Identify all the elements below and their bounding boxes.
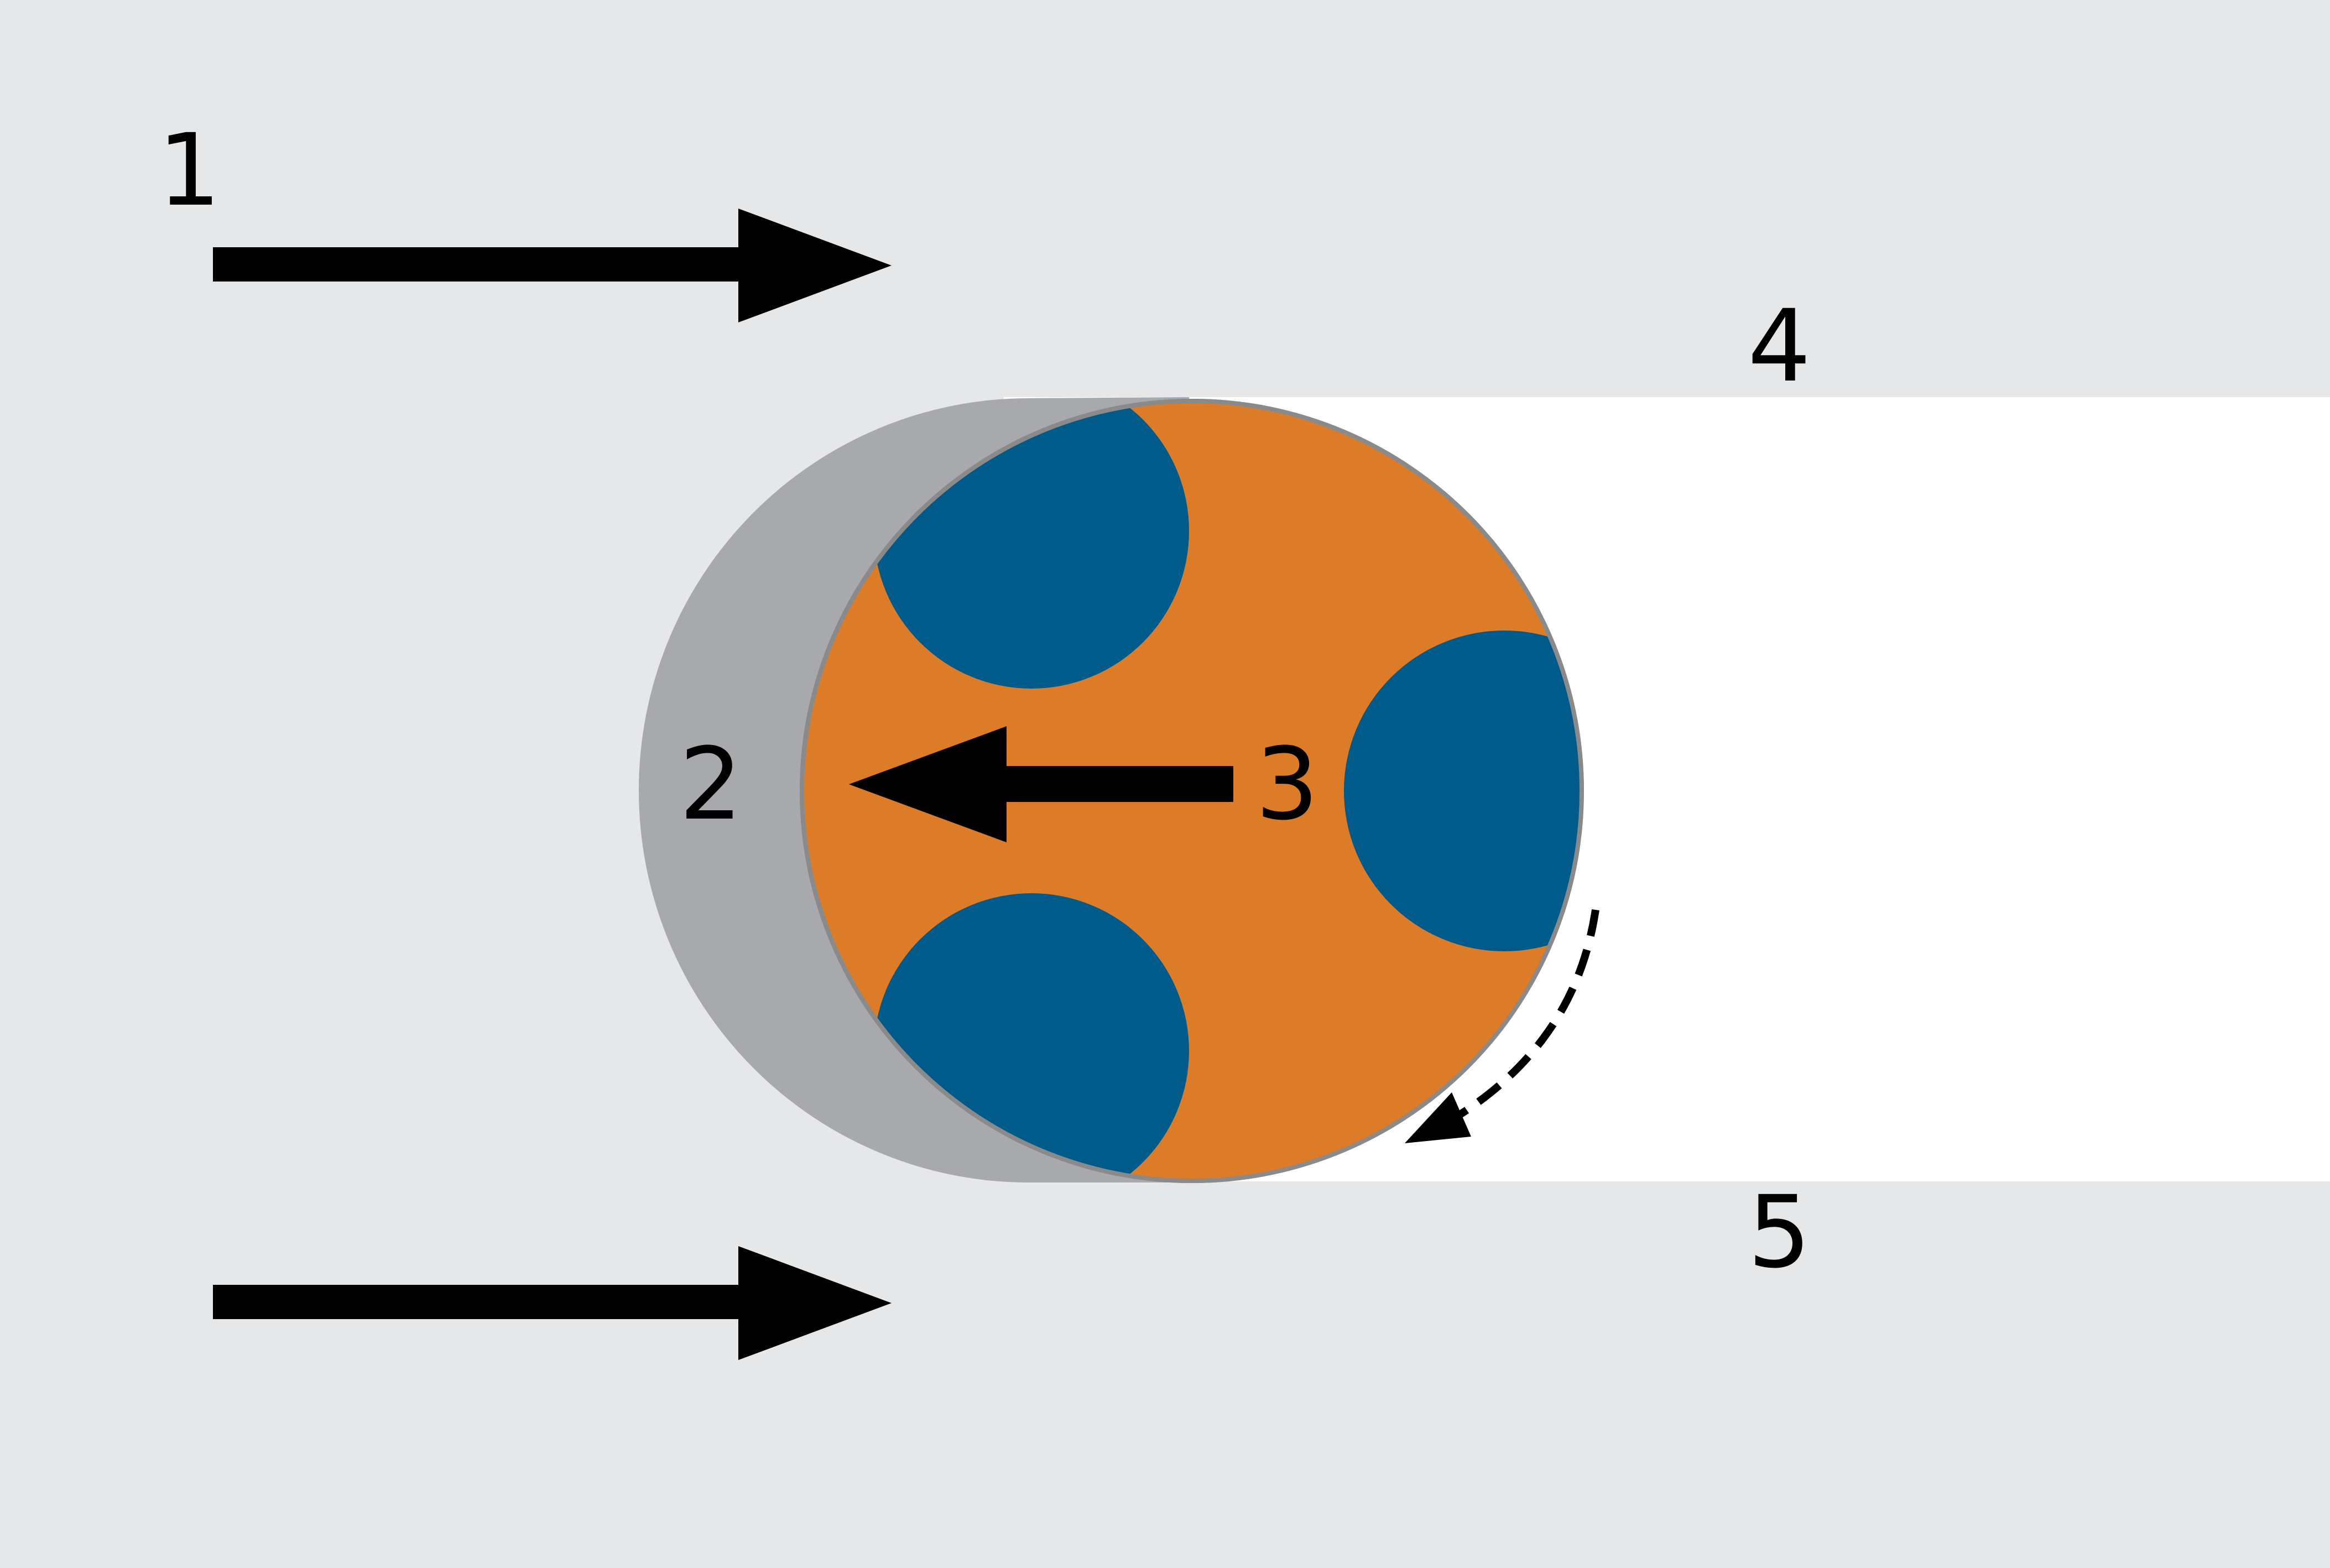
label-4: 4 [1748,289,1811,404]
label-2: 2 [679,727,743,842]
label-3: 3 [1255,727,1319,842]
arrow-right-top [213,209,892,322]
lobe-right [1344,631,1582,951]
label-5: 5 [1748,1175,1811,1290]
arrow-right-bottom [213,1246,892,1360]
rotation-arrow [1405,909,1599,1143]
label-1: 1 [158,113,221,228]
arrow-left-center [849,726,1233,842]
